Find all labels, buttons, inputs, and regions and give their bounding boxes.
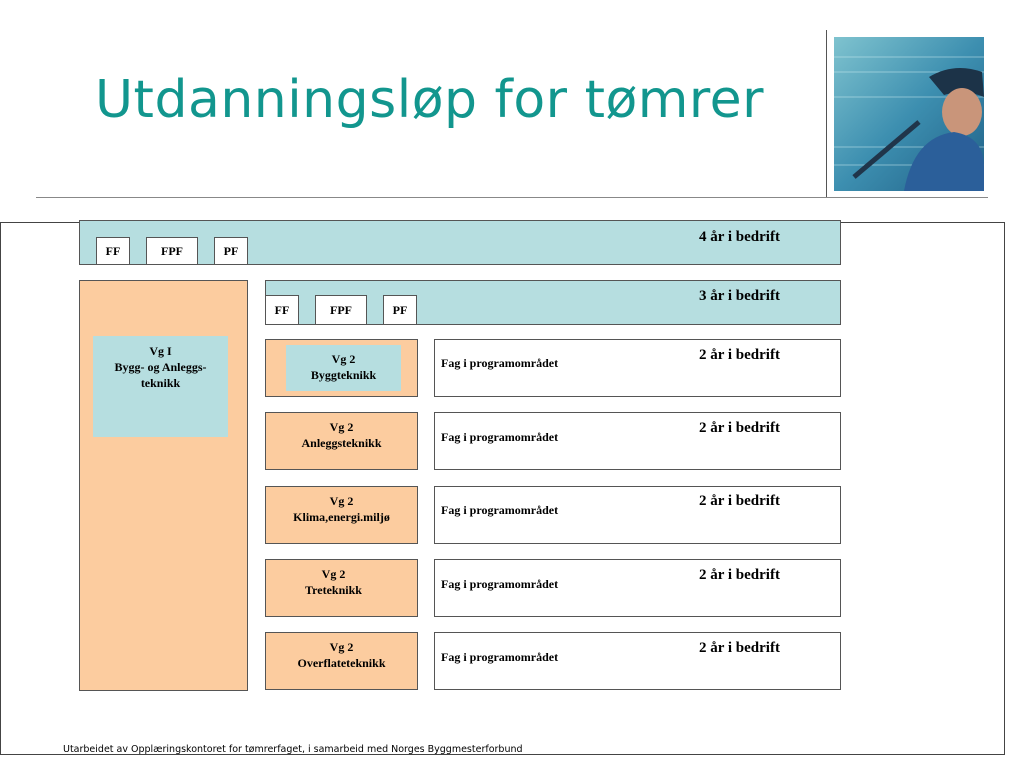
row-4yr-bar <box>79 220 841 265</box>
bedrift-label-2yr: 2 år i bedrift <box>699 493 780 509</box>
vg1-box: Vg I Bygg- og Anleggs- teknikk <box>93 336 228 437</box>
bedrift-label-2yr: 2 år i bedrift <box>699 640 780 656</box>
vg2-level: Vg 2 <box>329 494 354 508</box>
fag-label: Fag i programområdet <box>441 650 559 664</box>
tag-ff-3yr: FF <box>265 295 299 325</box>
bedrift-label-2yr: 2 år i bedrift <box>699 420 780 436</box>
header-divider-horizontal <box>36 197 988 198</box>
carpenter-photo-icon <box>834 37 984 191</box>
vg1-line2: Bygg- og Anleggs- <box>114 360 207 374</box>
fag-label: Fag i programområdet <box>441 503 559 517</box>
footer-credit: Utarbeidet av Opplæringskontoret for tøm… <box>63 744 523 755</box>
fag-label: Fag i programområdet <box>441 430 559 444</box>
vg2-program-name: Klima,energi.miljø <box>293 510 390 524</box>
vg2-level: Vg 2 <box>329 420 354 434</box>
vg2-program-name: Overflateteknikk <box>297 656 386 670</box>
fag-label: Fag i programområdet <box>441 577 559 591</box>
vg2-box-treteknikk: Vg 2 Treteknikk <box>265 559 418 617</box>
vg2-program-name: Anleggsteknikk <box>301 436 382 450</box>
fag-box-treteknikk <box>434 559 841 617</box>
fag-box-klima <box>434 486 841 544</box>
fag-box-overflateteknikk <box>434 632 841 690</box>
vg1-line1: Vg I <box>149 344 172 358</box>
vg2-box-klima: Vg 2 Klima,energi.miljø <box>265 486 418 544</box>
bedrift-label-3yr: 3 år i bedrift <box>699 288 780 304</box>
fag-box-anleggsteknikk <box>434 412 841 470</box>
vg2-level: Vg 2 <box>321 567 346 581</box>
tag-pf-4yr: PF <box>214 237 248 265</box>
header-divider-vertical <box>826 30 827 198</box>
tag-fpf-3yr: FPF <box>315 295 367 325</box>
bedrift-label-2yr: 2 år i bedrift <box>699 347 780 363</box>
vg2-box-anleggsteknikk: Vg 2 Anleggsteknikk <box>265 412 418 470</box>
bedrift-label-4yr: 4 år i bedrift <box>699 229 780 245</box>
bedrift-label-2yr: 2 år i bedrift <box>699 567 780 583</box>
fag-box-byggteknikk <box>434 339 841 397</box>
vg2-level: Vg 2 <box>331 352 356 366</box>
fag-label: Fag i programområdet <box>441 356 559 370</box>
vg2-level: Vg 2 <box>329 640 354 654</box>
vg2-box-overflateteknikk: Vg 2 Overflateteknikk <box>265 632 418 690</box>
vg2-program-name: Treteknikk <box>305 583 362 597</box>
vg2-program-name: Byggteknikk <box>310 368 377 382</box>
tag-fpf-4yr: FPF <box>146 237 198 265</box>
tag-pf-3yr: PF <box>383 295 417 325</box>
vg2-inner-byggteknikk: Vg 2 Byggteknikk <box>286 345 401 391</box>
tag-ff-4yr: FF <box>96 237 130 265</box>
page-title: Utdanningsløp for tømrer <box>95 70 765 130</box>
vg1-line3: teknikk <box>140 376 181 390</box>
